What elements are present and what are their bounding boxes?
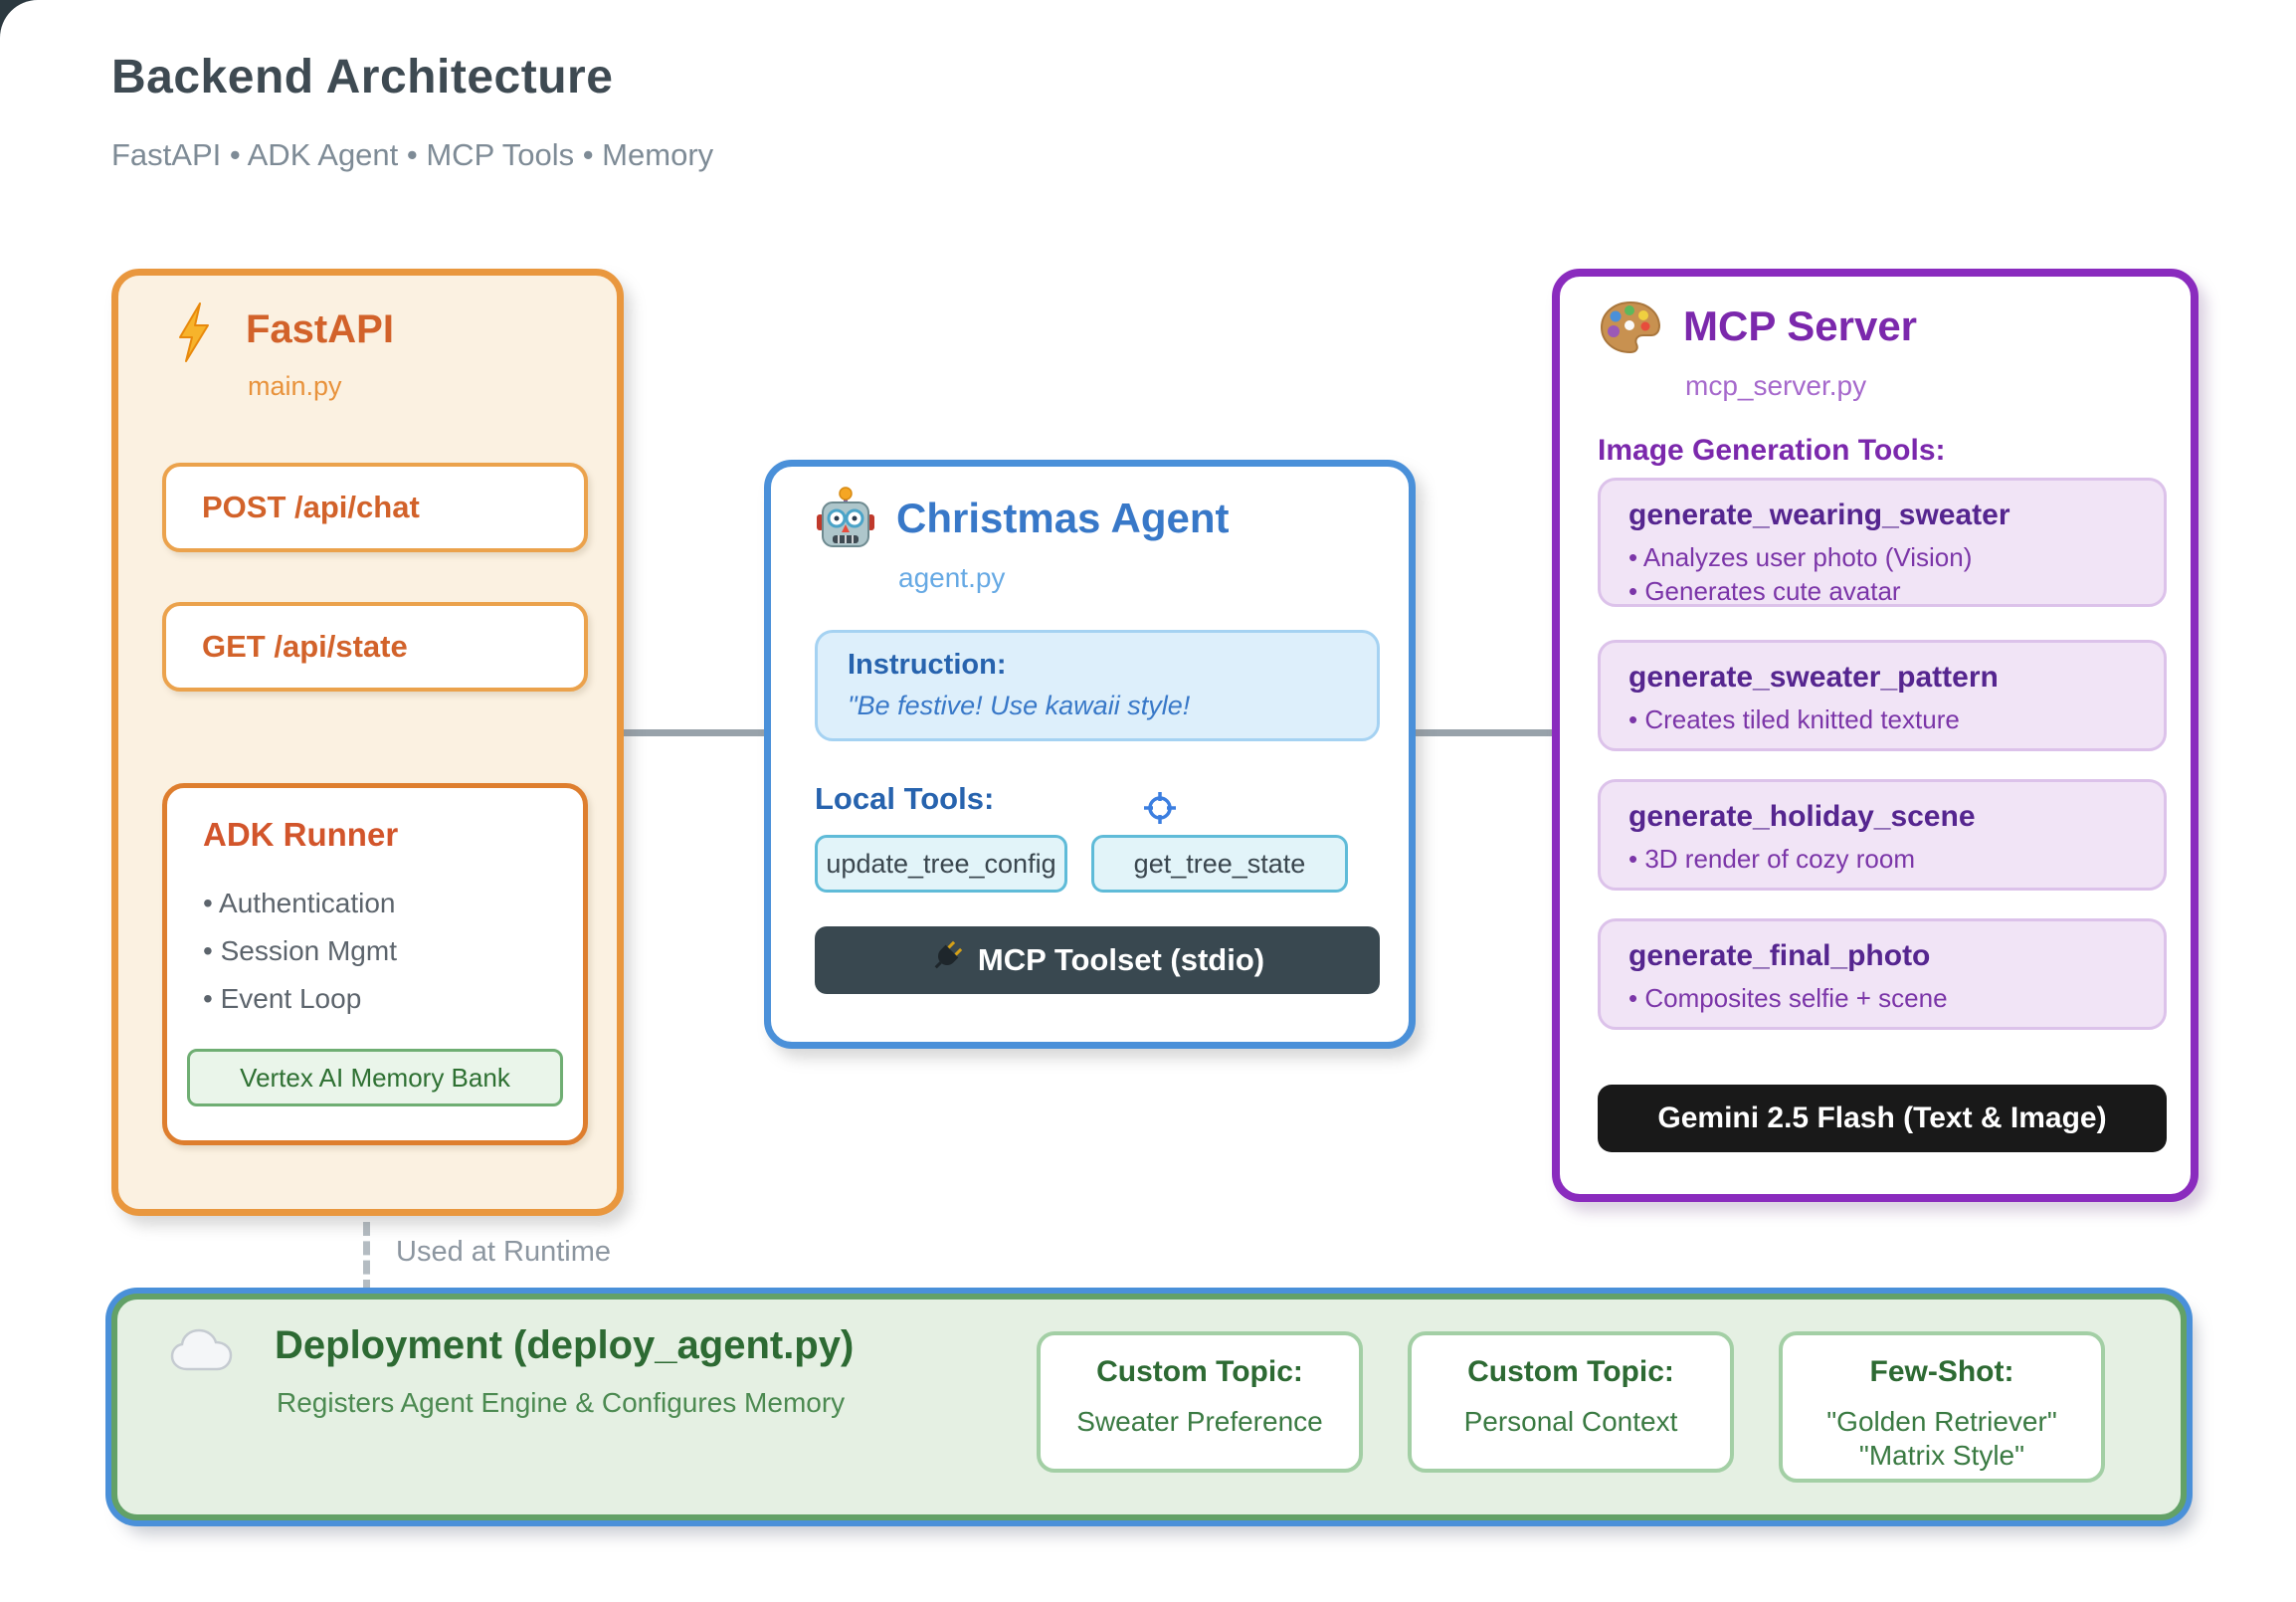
card-label: Custom Topic: xyxy=(1096,1355,1303,1388)
mcp-toolset-bar: MCP Toolset (stdio) xyxy=(815,926,1380,994)
robot-icon xyxy=(815,487,876,555)
palette-icon xyxy=(1600,300,1661,361)
fastapi-box: FastAPI main.py POST /api/chat GET /api/… xyxy=(111,269,624,1216)
deployment-box: Deployment (deploy_agent.py) Registers A… xyxy=(111,1294,2187,1520)
mcp-tool-name: generate_final_photo xyxy=(1628,939,1931,972)
mcp-tool-card: generate_final_photo Composites selfie +… xyxy=(1598,918,2167,1030)
mcp-filename: mcp_server.py xyxy=(1685,370,1867,401)
mcp-server-box: MCP Server mcp_server.py Image Generatio… xyxy=(1552,269,2199,1202)
christmas-agent-box: Christmas Agent agent.py Instruction: "B… xyxy=(764,460,1416,1049)
mcp-tool-name: generate_sweater_pattern xyxy=(1628,661,1999,694)
page-title: Backend Architecture xyxy=(111,51,614,103)
adk-item: Event Loop xyxy=(203,983,362,1015)
custom-topic-card: Custom Topic: Personal Context xyxy=(1408,1331,1734,1473)
endpoint-post-chat: POST /api/chat xyxy=(162,463,588,552)
deployment-title: Deployment (deploy_agent.py) xyxy=(275,1323,855,1367)
few-shot-card: Few-Shot: "Golden Retriever" "Matrix Sty… xyxy=(1779,1331,2105,1483)
crosshair-icon xyxy=(1141,789,1179,832)
mcp-tool-name: generate_holiday_scene xyxy=(1628,800,1976,833)
mcp-tool-bullet: Analyzes user photo (Vision) xyxy=(1628,542,1972,573)
card-value: "Matrix Style" xyxy=(1858,1440,2025,1471)
connector-agent-mcp xyxy=(1416,729,1552,736)
agent-title: Christmas Agent xyxy=(896,495,1230,541)
card-label: Custom Topic: xyxy=(1467,1355,1674,1388)
adk-item: Session Mgmt xyxy=(203,935,397,967)
page-subtitle: FastAPI • ADK Agent • MCP Tools • Memory xyxy=(111,137,714,172)
mcp-tool-card: generate_wearing_sweater Analyzes user p… xyxy=(1598,478,2167,607)
mcp-title: MCP Server xyxy=(1683,302,1918,349)
mcp-tool-card: generate_sweater_pattern Creates tiled k… xyxy=(1598,640,2167,751)
mcp-tool-bullet: Creates tiled knitted texture xyxy=(1628,704,1960,735)
mcp-tool-bullet: 3D render of cozy room xyxy=(1628,844,1915,875)
adk-runner-box: ADK Runner Authentication Session Mgmt E… xyxy=(162,783,588,1145)
mcp-tool-bullet: Composites selfie + scene xyxy=(1628,983,1947,1014)
fastapi-title: FastAPI xyxy=(246,307,394,351)
card-value: Sweater Preference xyxy=(1076,1406,1323,1437)
adk-item: Authentication xyxy=(203,888,395,919)
tool-get-tree-state: get_tree_state xyxy=(1091,835,1348,893)
custom-topic-card: Custom Topic: Sweater Preference xyxy=(1037,1331,1363,1473)
image-generation-tools-label: Image Generation Tools: xyxy=(1598,434,1946,467)
plug-icon xyxy=(930,939,964,981)
deployment-subtitle: Registers Agent Engine & Configures Memo… xyxy=(277,1387,846,1418)
instruction-label: Instruction: xyxy=(848,649,1007,681)
mcp-tool-card: generate_holiday_scene 3D render of cozy… xyxy=(1598,779,2167,891)
card-label: Few-Shot: xyxy=(1869,1355,2014,1388)
adk-runner-title: ADK Runner xyxy=(203,816,399,853)
mcp-toolset-label: MCP Toolset (stdio) xyxy=(977,942,1265,977)
fastapi-filename: main.py xyxy=(248,371,342,401)
card-value: Personal Context xyxy=(1463,1406,1678,1437)
card-value: "Golden Retriever" xyxy=(1826,1406,2057,1437)
endpoint-get-state: GET /api/state xyxy=(162,602,588,692)
gemini-model-bar: Gemini 2.5 Flash (Text & Image) xyxy=(1598,1085,2167,1152)
agent-filename: agent.py xyxy=(898,562,1006,593)
instruction-text: "Be festive! Use kawaii style! xyxy=(848,691,1191,720)
lightning-icon xyxy=(170,301,218,370)
vertex-memory-bank-pill: Vertex AI Memory Bank xyxy=(187,1049,563,1106)
runtime-label: Used at Runtime xyxy=(396,1236,611,1268)
instruction-box: Instruction: "Be festive! Use kawaii sty… xyxy=(815,630,1380,741)
mcp-tool-bullet: Generates cute avatar xyxy=(1628,576,1900,607)
connector-fastapi-agent xyxy=(624,729,764,736)
cloud-icon xyxy=(169,1327,235,1378)
local-tools-label: Local Tools: xyxy=(815,781,995,816)
runtime-dashed-line xyxy=(363,1222,370,1294)
mcp-tool-name: generate_wearing_sweater xyxy=(1628,499,2010,531)
tool-update-tree-config: update_tree_config xyxy=(815,835,1067,893)
